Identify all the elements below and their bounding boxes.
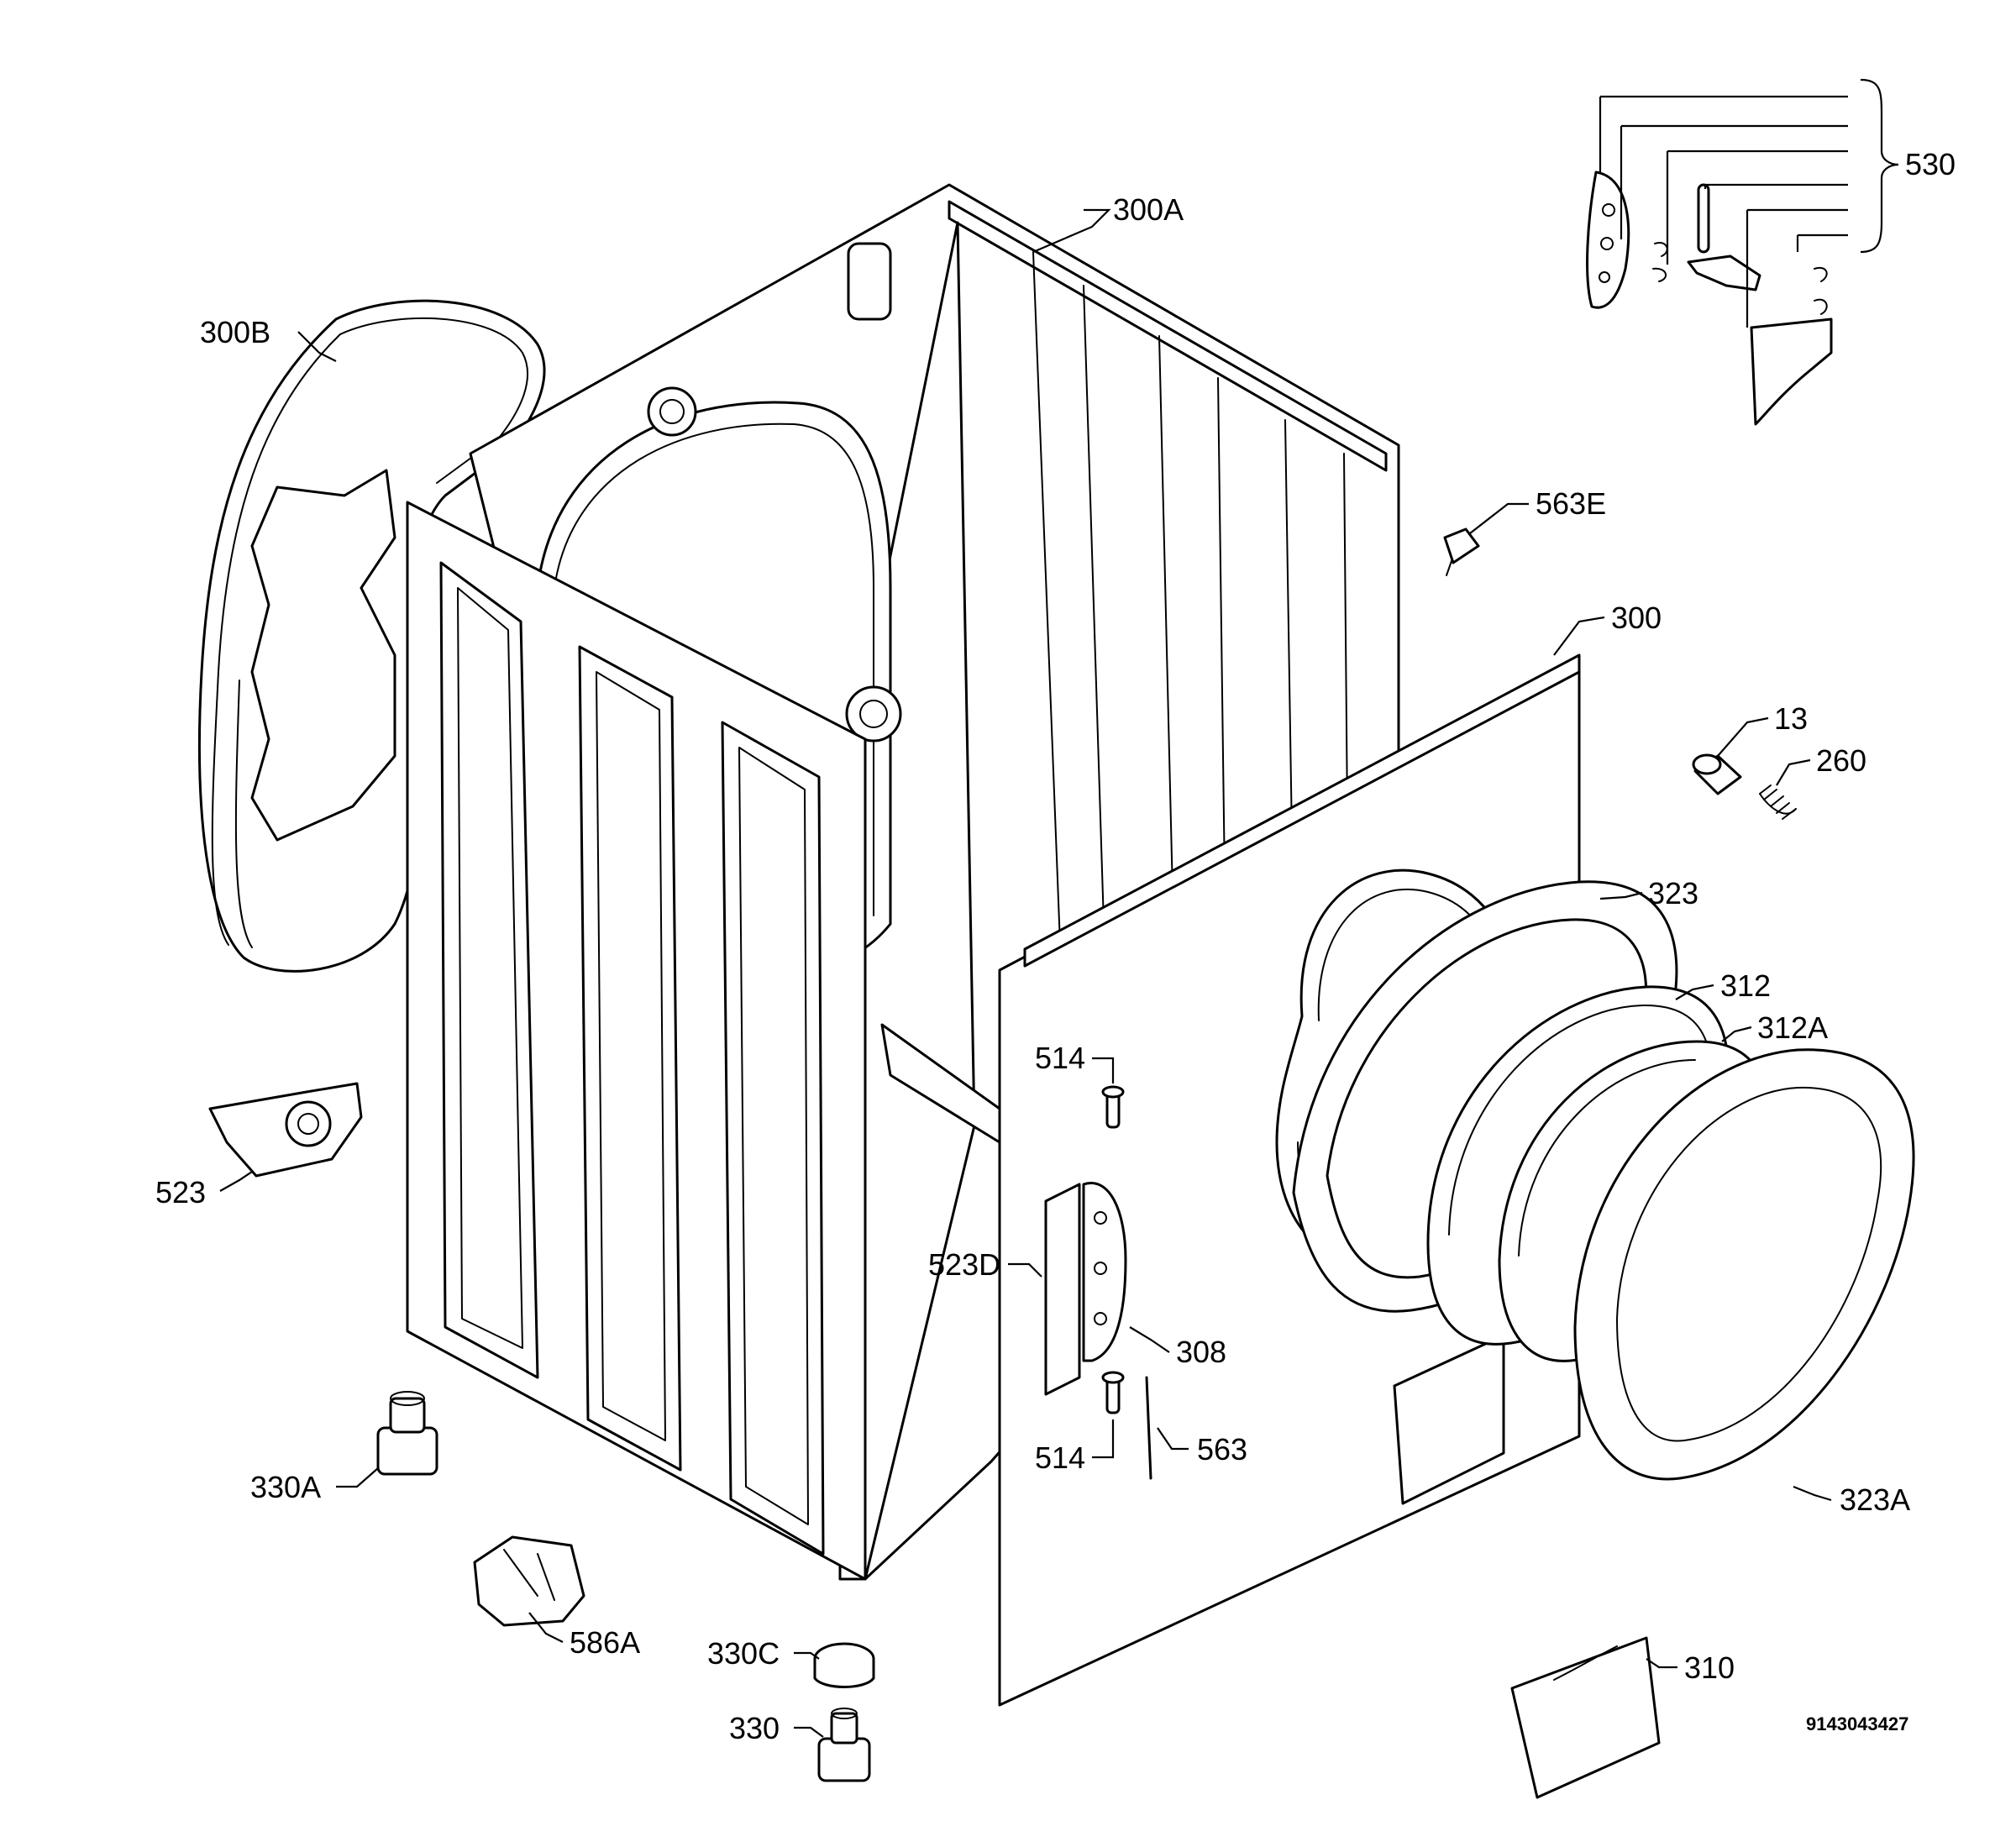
spring-260 — [1759, 784, 1797, 820]
pin-563 — [1145, 1376, 1152, 1480]
callout-323A: 323A — [1840, 1482, 1910, 1517]
callout-260: 260 — [1816, 743, 1866, 778]
callout-330C: 330C — [707, 1636, 780, 1671]
screw-514-top — [1101, 1085, 1125, 1129]
callout-330: 330 — [729, 1711, 780, 1745]
callout-labels: 300A 300B 530 563E 300 13 260 323 312 31… — [155, 147, 1956, 1745]
callout-563: 563 — [1197, 1432, 1247, 1467]
callout-300B: 300B — [200, 315, 270, 349]
cover-310 — [1510, 1636, 1661, 1799]
door-outer-ring-323A — [1573, 1048, 1915, 1481]
bracket-523 — [208, 1082, 363, 1178]
cabinet-left-side-panel — [406, 501, 867, 1581]
callout-514-top: 514 — [1035, 1041, 1085, 1075]
callout-586A: 586A — [570, 1625, 640, 1660]
callout-530: 530 — [1905, 147, 1956, 181]
callout-300: 300 — [1611, 601, 1662, 635]
callout-563E: 563E — [1536, 486, 1606, 521]
document-number: 9143043427 — [1806, 1713, 1908, 1734]
foot-330A — [376, 1391, 438, 1476]
hinge-set-530 — [1586, 171, 1833, 426]
callout-330A: 330A — [250, 1470, 321, 1504]
bracket-586A — [473, 1535, 585, 1627]
callout-523: 523 — [155, 1175, 206, 1209]
foot-330C — [813, 1642, 875, 1688]
hinge-523D — [1044, 1182, 1127, 1396]
callout-312: 312 — [1720, 968, 1771, 1003]
callout-323: 323 — [1648, 876, 1698, 910]
screw-514-bottom — [1101, 1371, 1125, 1414]
door-seal-300B — [197, 299, 546, 973]
leader-lines — [219, 78, 1899, 1738]
callout-310: 310 — [1684, 1650, 1735, 1685]
callout-300A: 300A — [1113, 192, 1184, 227]
foot-330 — [817, 1708, 871, 1782]
bushing-13 — [1692, 753, 1742, 795]
callout-13: 13 — [1774, 701, 1808, 736]
clip-563E — [1443, 527, 1480, 576]
callout-523D: 523D — [928, 1247, 1000, 1282]
callout-308: 308 — [1176, 1335, 1226, 1369]
callout-514-bottom: 514 — [1035, 1440, 1085, 1475]
callout-312A: 312A — [1757, 1010, 1828, 1045]
